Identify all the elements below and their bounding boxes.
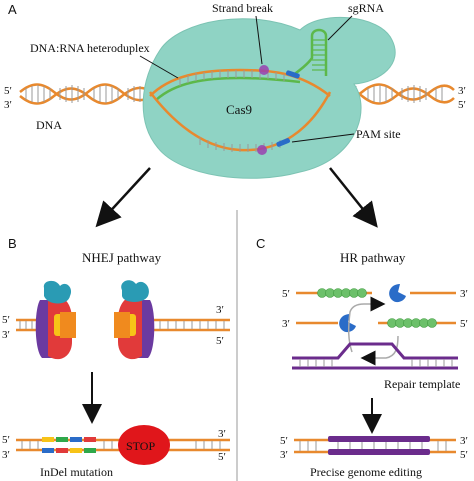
nhej-end-5-right: 5′ (216, 335, 224, 347)
stop-sign (118, 425, 170, 465)
indel-block-8 (84, 448, 96, 453)
strand-break-bottom (257, 145, 267, 155)
label-cas9: Cas9 (226, 102, 252, 117)
indel-block-5 (42, 448, 54, 453)
label-sgrna: sgRNA (348, 1, 384, 15)
sgrna-hairpin (291, 28, 328, 77)
dna-helix-left (19, 83, 151, 105)
hr-strand-second (296, 318, 456, 328)
hr-end-5-second-right: 5′ (460, 318, 468, 330)
hr-end-3-top-right: 3′ (460, 288, 468, 300)
indel-block-7 (70, 448, 82, 453)
panel-b-title: NHEJ pathway (82, 250, 162, 265)
nhej-end-5-left: 5′ (2, 314, 10, 326)
hr-end-3-second-left: 3′ (282, 318, 290, 330)
invasion-arrow-up (347, 296, 386, 353)
edit-end-5-right: 5′ (460, 449, 468, 461)
cas9-protein (142, 16, 396, 179)
edited-dna (294, 436, 456, 455)
edit-end-5-left: 5′ (280, 435, 288, 447)
nhej-end-3-left: 3′ (2, 329, 10, 341)
nhej-complex-right (114, 280, 155, 360)
edit-end-3-left: 3′ (280, 449, 288, 461)
repair-template (292, 342, 458, 370)
hr-protein-top (389, 284, 406, 303)
indel-block-1 (42, 437, 54, 442)
leader-strand-break (255, 15, 263, 65)
indel-end-3-left: 3′ (2, 449, 10, 461)
label-heteroduplex: DNA:RNA heteroduplex (30, 41, 150, 55)
end-3-left-bottom: 3′ (4, 99, 12, 111)
strand-break-top (259, 65, 269, 75)
leader-pam-site (291, 133, 355, 143)
pam-site-bottom (276, 138, 291, 147)
arrow-to-hr (329, 167, 378, 228)
invasion-arrow-down (360, 335, 399, 366)
end-5-left-top: 5′ (4, 85, 12, 97)
hr-strand-top (296, 288, 456, 298)
panel-c-letter: C (256, 236, 265, 251)
heteroduplex-strands (149, 65, 332, 155)
nhej-end-3-right: 3′ (216, 304, 224, 316)
nhej-complex-left (35, 280, 76, 360)
arrow-to-nhej (95, 167, 151, 228)
indel-end-5: 5′ (2, 434, 10, 446)
panel-b-letter: B (8, 236, 17, 251)
indel-end-5-right: 5′ (218, 451, 226, 463)
end-5-right-bottom: 5′ (458, 99, 466, 111)
indel-block-3 (70, 437, 82, 442)
hr-protein-second (339, 314, 356, 333)
panel-a-letter: A (8, 2, 17, 17)
indel-block-2 (56, 437, 68, 442)
panel-c-title: HR pathway (340, 250, 406, 265)
label-indel-mutation: InDel mutation (40, 465, 113, 479)
indel-block-4 (84, 437, 96, 442)
edit-end-3-right: 3′ (460, 435, 468, 447)
label-repair-template: Repair template (384, 377, 460, 391)
label-pam-site: PAM site (356, 127, 401, 141)
label-precise-editing: Precise genome editing (310, 465, 422, 479)
end-3-right-top: 3′ (458, 85, 466, 97)
indel-end-3-right: 3′ (218, 428, 226, 440)
stop-label: STOP (126, 439, 155, 453)
indel-block-6 (56, 448, 68, 453)
leader-heteroduplex (139, 55, 179, 79)
label-dna: DNA (36, 118, 62, 132)
pam-site-top (285, 70, 300, 79)
label-strand-break: Strand break (212, 1, 273, 15)
hr-end-5-top-left: 5′ (282, 288, 290, 300)
leader-sgrna (327, 15, 353, 41)
